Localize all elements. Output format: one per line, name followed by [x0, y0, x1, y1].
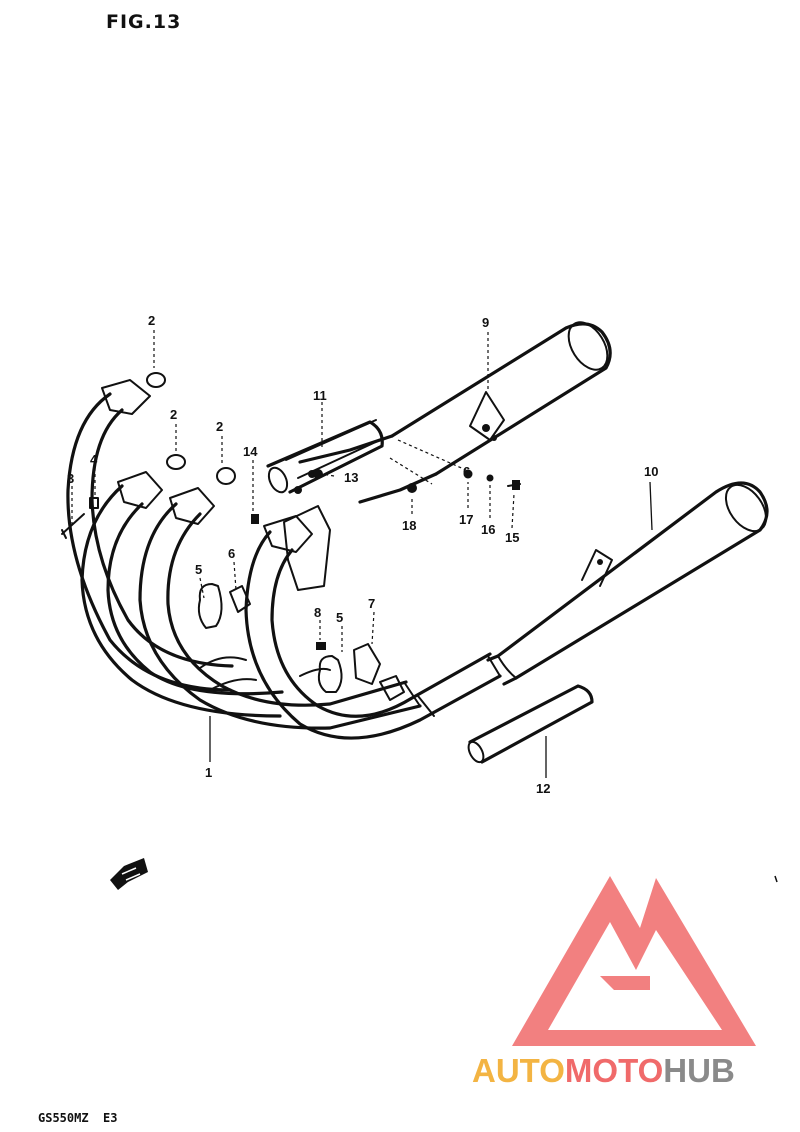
callout-17: 17	[459, 512, 473, 527]
callout-2a: 2	[148, 313, 155, 328]
model-code: GS550MZ E3	[38, 1111, 117, 1125]
callout-10: 10	[644, 464, 658, 479]
watermark-auto: AUTO	[472, 1052, 565, 1089]
callout-3: 3	[67, 471, 74, 486]
svg-text:AUTOMOTOHUB: AUTOMOTOHUB	[472, 1052, 735, 1089]
callout-12: 12	[536, 781, 550, 796]
callout-5b: 5	[336, 610, 343, 625]
watermark-text: AUTOMOTOHUB	[472, 1052, 735, 1089]
callout-18: 18	[402, 518, 416, 533]
callout-labels: 1 2 2 2 3 4 5 5 6 6 7 8 9 10 11 12 13 14…	[67, 313, 658, 796]
stray-mark	[774, 875, 778, 883]
callout-2b: 2	[170, 407, 177, 422]
callout-15: 15	[505, 530, 519, 545]
callout-13: 13	[344, 470, 358, 485]
leader-lines	[71, 330, 653, 778]
callout-9: 9	[482, 315, 489, 330]
callout-6b: 6	[463, 464, 470, 479]
balance-pipe	[266, 419, 384, 494]
muffler-upper	[298, 321, 612, 504]
callout-7: 7	[368, 596, 375, 611]
callout-2c: 2	[216, 419, 223, 434]
automotohub-logo-icon	[512, 876, 756, 1046]
callout-6a: 6	[228, 546, 235, 561]
callout-11: 11	[313, 388, 327, 403]
callout-14: 14	[243, 444, 258, 459]
watermark-moto: MOTO	[565, 1052, 663, 1089]
small-parts	[61, 372, 521, 650]
callout-4: 4	[90, 452, 98, 467]
tail-pipe	[467, 684, 594, 764]
callout-5a: 5	[195, 562, 202, 577]
front-arrow-icon	[110, 858, 148, 890]
callout-1: 1	[205, 765, 212, 780]
callout-8: 8	[314, 605, 321, 620]
watermark-hub: HUB	[663, 1052, 735, 1089]
header-pipes	[66, 379, 502, 740]
callout-16: 16	[481, 522, 495, 537]
muffler-lower	[486, 481, 769, 686]
figure-title: FIG.13	[106, 11, 181, 33]
